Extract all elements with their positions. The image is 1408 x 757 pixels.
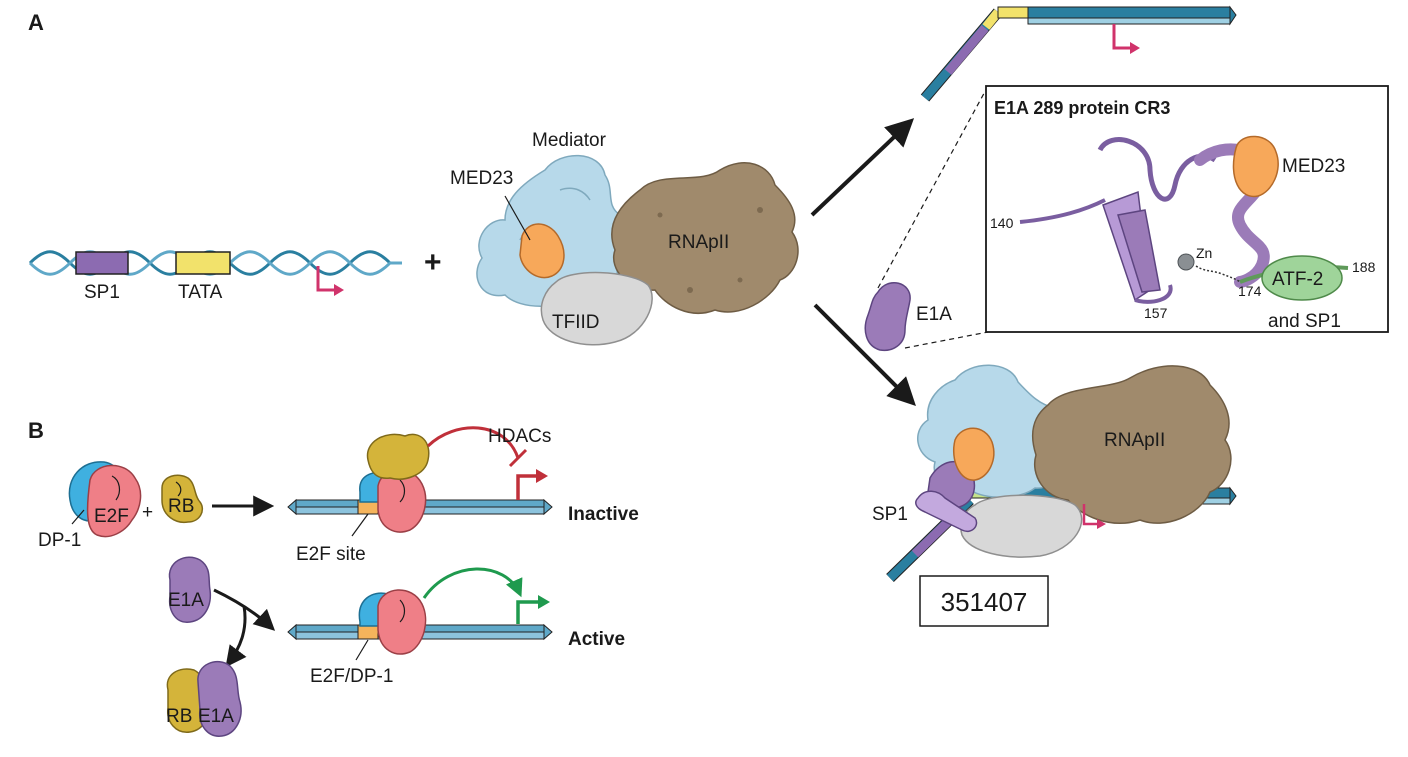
activation-arc — [422, 567, 523, 599]
upper-tss-arrow-icon — [1112, 24, 1134, 50]
residue-174-label: 174 — [1238, 283, 1262, 299]
tfiid-complex — [540, 271, 653, 346]
e2f-protein — [86, 464, 142, 538]
residue-188-label: 188 — [1352, 259, 1376, 275]
dp1-leader-line — [71, 509, 85, 525]
e1a-label: E1A — [916, 304, 952, 325]
e1a-complex-label: E1A — [198, 706, 234, 727]
e2f-site-label: E2F site — [296, 544, 366, 565]
zn-coordination-line — [1195, 265, 1241, 283]
inset-med23-label: MED23 — [1282, 156, 1345, 177]
rb-protein — [161, 474, 204, 524]
zn-label: Zn — [1196, 245, 1212, 261]
inactive-tss-arrowhead-icon — [536, 469, 548, 483]
arrow-to-rb-e1a — [225, 605, 247, 668]
hdacs-label: HDACs — [488, 426, 551, 447]
inactive-label: Inactive — [568, 504, 639, 525]
inactive-tss-arrow-icon — [516, 474, 538, 500]
bottom-sp1 — [915, 490, 978, 532]
zinc-ion-icon — [1177, 253, 1195, 271]
panel-b-label: B — [28, 418, 44, 443]
bottom-tfiid — [960, 494, 1083, 558]
sp1-box — [75, 251, 129, 275]
tss-arrowhead-icon — [334, 284, 344, 296]
bottom-rnapii-label: RNApII — [1104, 430, 1165, 451]
e1a-protein — [864, 282, 911, 352]
residue-157-label: 157 — [1144, 305, 1168, 321]
panel-a-label: A — [28, 10, 44, 35]
bottom-rnapii — [1031, 365, 1232, 524]
e2f-contour — [111, 475, 121, 501]
bottom-med23 — [953, 427, 995, 481]
med23-subunit — [519, 223, 565, 279]
tata-label: TATA — [178, 282, 223, 303]
bottom-tss-arrowhead-icon — [1097, 519, 1106, 529]
active-e2f-contour — [399, 599, 406, 623]
rb-complex-label: RB — [166, 706, 192, 727]
rb-contour — [175, 481, 182, 497]
upper-tss-arrowhead-icon — [1130, 42, 1140, 54]
tata-box — [175, 251, 231, 275]
rnapii-complex — [611, 162, 799, 314]
plus-sign: + — [424, 246, 442, 279]
inactive-rb — [366, 433, 430, 480]
hdac-repression-bar-icon — [508, 448, 528, 468]
arrow-to-bottom-complex — [813, 303, 916, 406]
active-label: Active — [568, 629, 625, 650]
inset-leader-bottom — [904, 331, 989, 349]
inactive-e2f-contour — [399, 479, 406, 503]
e2f-dp1-leader-line — [355, 639, 369, 661]
atf2-domain — [1261, 255, 1343, 301]
free-e1a-b — [168, 556, 212, 623]
e2f-label: E2F — [94, 506, 129, 527]
dp1-label: DP-1 — [38, 530, 81, 551]
rb-label: RB — [168, 496, 194, 517]
and-sp1-label: and SP1 — [1268, 311, 1341, 332]
e2f-site-leader-line — [351, 513, 369, 537]
inset-med23 — [1232, 135, 1279, 198]
residue-140-label: 140 — [990, 215, 1014, 231]
active-tss-arrowhead-icon — [538, 595, 550, 609]
hdac-repression-arc — [426, 426, 520, 459]
med23-leader-line — [504, 195, 531, 241]
tss-arrow-icon — [316, 266, 338, 292]
inset-leader-top — [877, 85, 989, 289]
atf2-label: ATF-2 — [1272, 269, 1323, 290]
rb-e1a-e1a — [197, 661, 242, 737]
tfiid-label: TFIID — [552, 312, 600, 333]
id-box-text: 351407 — [941, 587, 1028, 617]
arrow-to-upper-dna — [810, 118, 915, 217]
med23-label: MED23 — [450, 168, 513, 189]
active-e2f — [377, 589, 427, 655]
panel-b-e1a-label: E1A — [168, 590, 204, 611]
inset-title: E1A 289 protein CR3 — [994, 98, 1170, 118]
e2f-dp1-label: E2F/DP-1 — [310, 666, 393, 687]
sp1-label: SP1 — [84, 282, 120, 303]
mediator-label: Mediator — [532, 130, 607, 151]
upper-bent-dna — [920, 5, 1237, 102]
bottom-tss-arrow-icon — [1082, 504, 1100, 526]
panel-b-plus: + — [142, 502, 153, 523]
active-tss-arrow-icon — [516, 600, 540, 624]
rnapii-label: RNApII — [668, 232, 729, 253]
bottom-sp1-label: SP1 — [872, 504, 908, 525]
id-box — [919, 575, 1049, 627]
